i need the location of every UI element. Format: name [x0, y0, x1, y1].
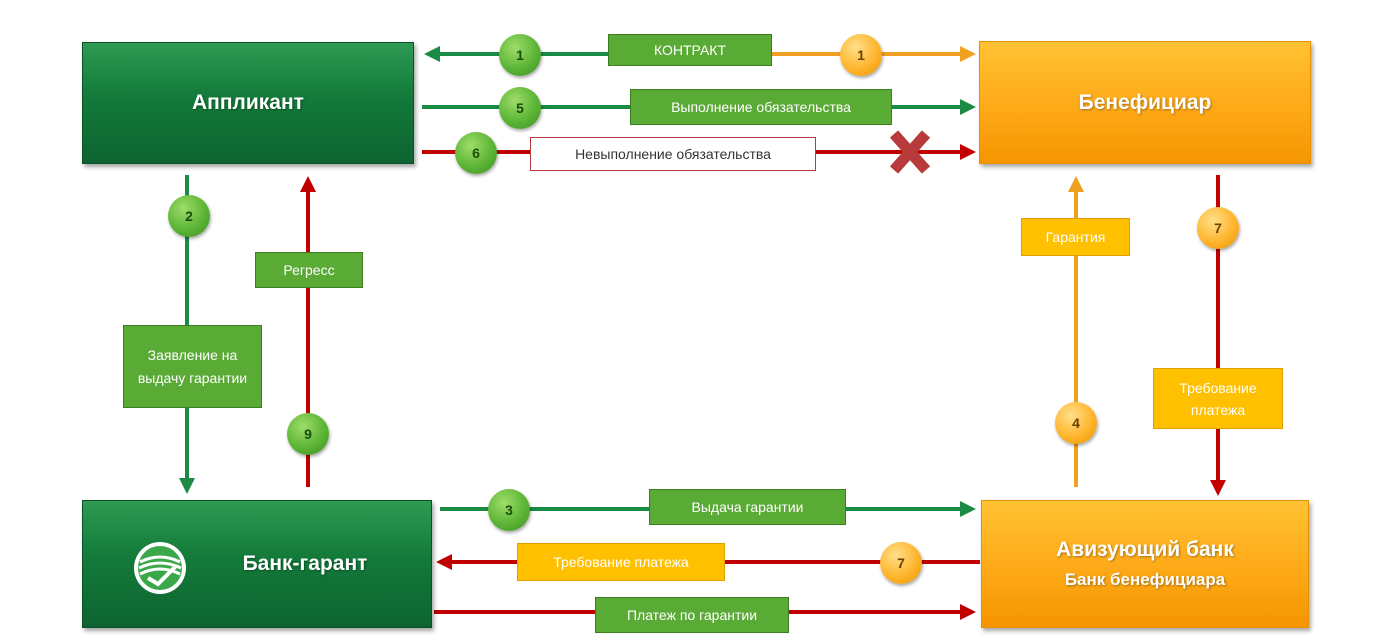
issue-label: Выдача гарантии	[649, 489, 846, 525]
payment-demand-label-bottom: Требование платежа	[517, 543, 725, 581]
step-recourse: 9	[287, 413, 329, 455]
payment-demand-label-right: Требование платежа	[1153, 368, 1283, 429]
performance-label: Выполнение обязательства	[630, 89, 892, 125]
step-contract-right: 1	[840, 34, 882, 76]
applicant-label: Аппликант	[192, 91, 304, 114]
beneficiary-box: Бенефициар	[979, 41, 1311, 164]
step-contract-left: 1	[499, 34, 541, 76]
application-label: Заявление на выдачу гарантии	[123, 325, 262, 408]
bank-logo-icon	[134, 542, 186, 594]
advising-bank-box: Авизующий банк Банк бенефициара	[981, 500, 1309, 628]
guarantor-bank-label: Банк-гарант	[242, 552, 368, 575]
step-guarantee: 4	[1055, 402, 1097, 444]
step-application: 2	[168, 195, 210, 237]
nonperformance-label: Невыполнение обязательства	[530, 137, 816, 171]
advising-bank-label: Авизующий банк	[1056, 538, 1234, 561]
step-performance: 5	[499, 87, 541, 129]
step-payment-demand-right: 7	[1197, 207, 1239, 249]
step-nonperformance: 6	[455, 132, 497, 174]
step-issue: 3	[488, 489, 530, 531]
applicant-box: Аппликант	[82, 42, 414, 164]
cross-icon	[889, 130, 931, 174]
contract-label: КОНТРАКТ	[608, 34, 772, 66]
beneficiary-label: Бенефициар	[1078, 90, 1212, 114]
payment-label: Платеж по гарантии	[595, 597, 789, 633]
step-payment-demand-bottom: 7	[880, 542, 922, 584]
guarantee-label: Гарантия	[1021, 218, 1130, 256]
recourse-label: Регресс	[255, 252, 363, 288]
advising-bank-sub-label: Банк бенефициара	[1064, 570, 1226, 589]
